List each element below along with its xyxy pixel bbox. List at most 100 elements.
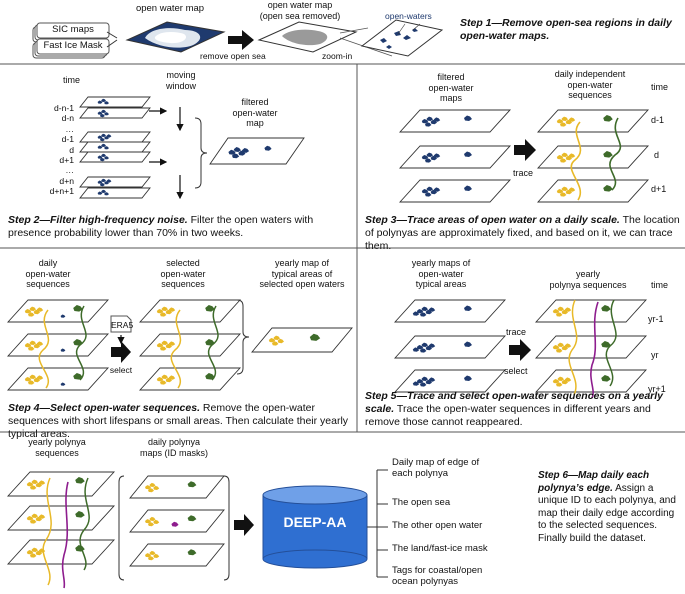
map-plane <box>79 151 151 163</box>
polynya-patch <box>426 186 433 192</box>
time-label: d <box>69 144 74 155</box>
polynya-patch <box>228 149 236 155</box>
polynya-patch <box>564 307 572 312</box>
yearly-polynya-stack <box>6 471 116 589</box>
polynya-patch <box>421 342 428 347</box>
bracket-2 <box>194 117 208 189</box>
map-plane <box>129 543 225 567</box>
trace-label-3: trace <box>513 168 534 178</box>
yearly-sequences-stack <box>534 299 648 399</box>
step3-text: Step 3—Trace areas of open water on a da… <box>365 214 683 253</box>
arrow-6 <box>234 514 254 536</box>
p4-selected-label: selected open-water sequences <box>160 258 206 289</box>
polynya-patch <box>31 513 38 518</box>
polynya-patch <box>100 157 105 162</box>
polynya-patch <box>420 312 427 317</box>
polynya-patch <box>264 145 272 151</box>
polynya-patch <box>428 343 436 348</box>
polynya-patch <box>564 343 572 348</box>
time-label: d+1 <box>59 155 74 166</box>
yearly-maps-stack <box>393 299 507 393</box>
polynya-patch <box>97 145 103 149</box>
polynya-patch <box>557 376 564 381</box>
map-plane <box>536 179 650 203</box>
select-label-5: select <box>504 366 528 376</box>
polynya-patch <box>232 153 240 159</box>
yellow-trace <box>570 121 582 201</box>
step5-body: Trace the open-water sequences in differ… <box>365 403 651 428</box>
polynya-patch <box>556 189 564 194</box>
polynya-patch <box>556 312 563 317</box>
map-plane <box>138 367 242 391</box>
p6-yearly-label: yearly polynya sequences <box>28 437 86 458</box>
map-plane <box>251 327 353 353</box>
polynya-patch <box>603 115 613 122</box>
polynya-patch <box>75 477 85 484</box>
p6-daily-label: daily polynya maps (ID masks) <box>139 437 208 458</box>
yr-label-3: yr+1 <box>648 384 666 394</box>
polynya-patch <box>421 189 429 194</box>
polynya-patch <box>425 192 432 197</box>
polynya-patch <box>97 100 103 104</box>
polynya-patch <box>560 122 567 127</box>
polynya-patch <box>412 381 420 386</box>
polynya-patch <box>24 309 32 314</box>
remove-open-sea-label: remove open sea <box>200 51 266 61</box>
map-plane <box>6 505 116 531</box>
step6-title: Step 6—Map daily each polynya’s edge. <box>538 470 650 494</box>
polynya-patch <box>36 375 44 380</box>
polynya-patch <box>29 340 36 345</box>
step2-body: Filter the open waters with presence pro… <box>8 214 314 239</box>
polynya-patch <box>428 377 436 382</box>
green-trace <box>609 117 622 191</box>
step1-title: Step 1—Remove open-sea regions in daily … <box>460 17 672 42</box>
step3-title: Step 3—Trace areas of open water on a da… <box>365 214 620 226</box>
polynya-patch <box>568 153 576 158</box>
dataset-name: DEEP-AA <box>283 514 347 530</box>
polynya-patch <box>106 179 112 183</box>
bracket-6-left <box>118 475 230 581</box>
green-trace <box>79 477 90 571</box>
polynya-patch <box>153 519 160 524</box>
polynya-patch <box>412 347 420 352</box>
polynya-patch <box>38 480 46 485</box>
polynya-patch <box>561 116 568 121</box>
trace-arrow-3 <box>514 139 536 161</box>
map-plane <box>129 475 225 499</box>
polynya-patch <box>561 186 568 192</box>
trace-arrow-5 <box>509 339 531 361</box>
polynya-patch <box>161 340 168 345</box>
polynya-patch <box>560 158 567 163</box>
polynya-patch <box>309 333 321 341</box>
polynya-patch <box>28 312 35 317</box>
polynya-patch <box>187 549 197 556</box>
polynya-patch <box>556 382 563 387</box>
time-label: d+n <box>59 175 74 186</box>
polynya-patch <box>433 117 441 122</box>
time-label: d-n-1 <box>53 103 74 113</box>
map-plane <box>398 145 512 169</box>
output-item: The other open water <box>392 520 483 531</box>
polynya-patch <box>24 377 32 382</box>
map-plane <box>6 471 116 497</box>
polynya-patch <box>38 514 46 519</box>
map-plane <box>6 333 110 357</box>
green-trace <box>605 299 617 387</box>
map-plane <box>398 179 512 203</box>
time-label: d-n <box>61 113 74 124</box>
map-plane <box>209 137 305 165</box>
map-plane <box>393 335 507 359</box>
map-plane <box>398 109 512 133</box>
polynya-patch <box>148 522 154 527</box>
polynya-patch <box>464 341 472 347</box>
polynya-patch <box>30 553 37 558</box>
polynya-patch <box>104 192 109 196</box>
polynya-patch <box>104 112 109 116</box>
map-plane <box>79 187 151 199</box>
polynya-patch <box>420 382 427 387</box>
yearly-map <box>251 327 353 353</box>
map-plane <box>79 131 151 143</box>
moving-window-arrows <box>149 107 184 200</box>
polynya-patch <box>277 338 284 344</box>
